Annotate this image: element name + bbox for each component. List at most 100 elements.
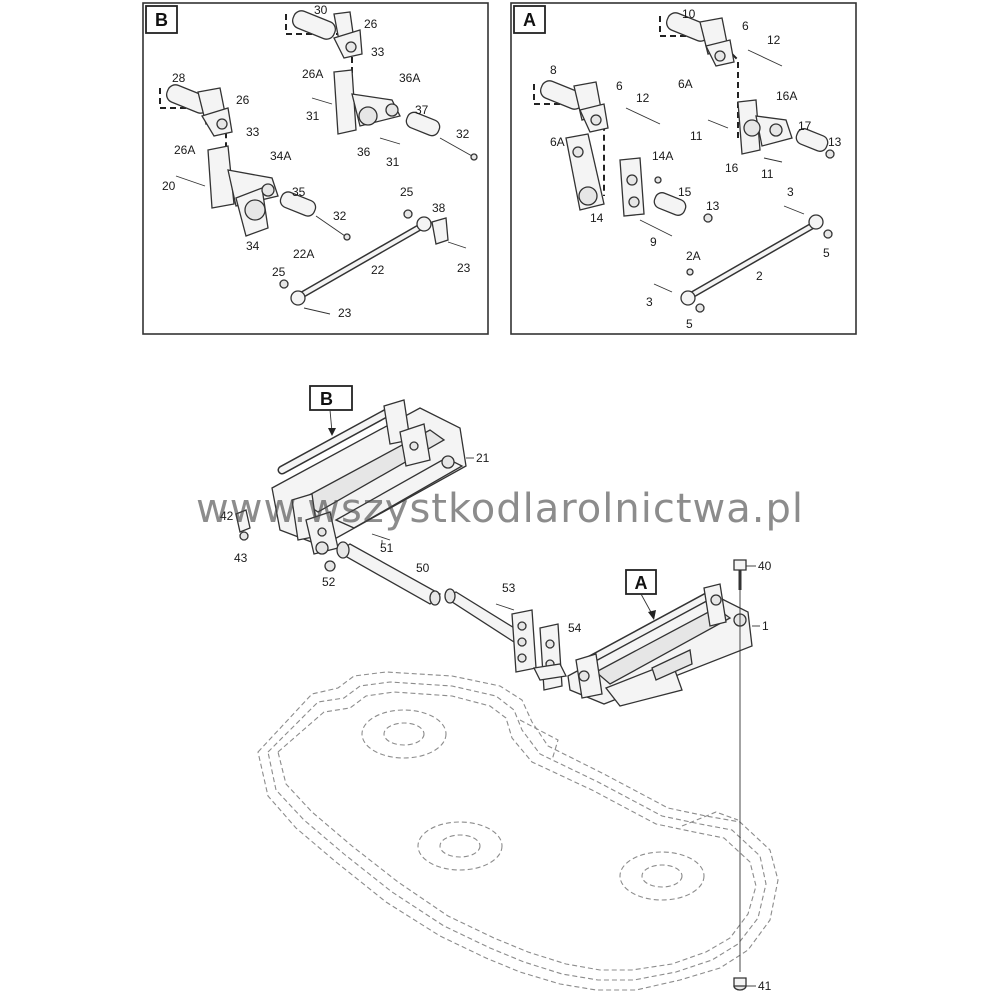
panel-b-lower-bracket — [159, 84, 233, 186]
callout-a-13: 13 — [828, 135, 842, 149]
callout-a-16a: 16A — [776, 89, 797, 103]
mount-bolt-40-41 — [733, 559, 747, 991]
callout-a-11-lower: 11 — [761, 167, 774, 181]
callout-b-30: 30 — [314, 3, 328, 17]
tag-b-arrow — [328, 428, 336, 436]
callout-b-23: 23 — [457, 261, 471, 275]
callout-b-31: 31 — [306, 109, 320, 123]
callout-b-28: 28 — [172, 71, 186, 85]
callout-a-13-lower: 13 — [706, 199, 720, 213]
tag-a-arrow — [648, 610, 656, 620]
panel-b-bolt-31 — [311, 97, 333, 105]
main-tag-b: B — [320, 389, 333, 409]
callout-a-2a: 2A — [686, 249, 701, 263]
callout-b-22: 22 — [371, 263, 385, 277]
callout-a-17: 17 — [798, 119, 812, 133]
callout-a-12: 12 — [767, 33, 781, 47]
panel-b-link-34 — [175, 145, 279, 237]
callout-a-11: 11 — [690, 129, 703, 143]
panel-b-bolt-31b — [379, 137, 401, 145]
panel-a-frame — [510, 2, 857, 335]
callout-b-35: 35 — [292, 185, 306, 199]
callout-a-12-lower: 12 — [636, 91, 650, 105]
pivot-links — [511, 609, 567, 691]
callout-a-6: 6 — [742, 19, 749, 33]
frame-assembly-b: B — [271, 385, 467, 555]
callout-main-41: 41 — [758, 979, 772, 993]
callout-main-40: 40 — [758, 559, 772, 573]
callout-main-43: 43 — [234, 551, 248, 565]
callout-b-33-lower: 33 — [246, 125, 260, 139]
callout-b-26a: 26A — [302, 67, 323, 81]
panel-b-frame — [142, 2, 489, 335]
callout-main-51: 51 — [380, 541, 394, 555]
callout-main-54: 54 — [568, 621, 582, 635]
callout-a-6a-lower: 6A — [550, 135, 565, 149]
main-assembly: B — [220, 385, 779, 993]
detail-panel-b: B — [142, 2, 489, 335]
panel-a-callouts: 10 6 12 6A 8 6 12 6A 16A 11 17 13 16 11 … — [550, 7, 842, 331]
callout-main-50: 50 — [416, 561, 430, 575]
panel-a-link-16 — [707, 99, 835, 163]
panel-a-tag: A — [523, 10, 536, 30]
panel-b-bushing-37 — [405, 111, 478, 161]
panel-b-tie-rod-22 — [279, 209, 467, 315]
callout-a-16: 16 — [725, 161, 739, 175]
panel-b-callouts: 30 26 33 26A 36A 28 26 31 37 33 32 26A 3… — [162, 3, 471, 320]
panel-b-tag: B — [155, 10, 168, 30]
callout-a-14: 14 — [590, 211, 604, 225]
callout-main-21: 21 — [476, 451, 490, 465]
panel-b-upper-bracket — [285, 10, 363, 120]
main-tag-a: A — [635, 573, 648, 593]
callout-b-34: 34 — [246, 239, 260, 253]
callout-main-1: 1 — [762, 619, 769, 633]
callout-b-37: 37 — [415, 103, 429, 117]
callout-a-10: 10 — [682, 7, 696, 21]
callout-a-3-lower: 3 — [646, 295, 653, 309]
callout-main-53: 53 — [502, 581, 516, 595]
panel-a-tag-box — [513, 5, 546, 34]
callout-b-22a: 22A — [293, 247, 314, 261]
callout-a-9: 9 — [650, 235, 657, 249]
panel-b-tag-box — [145, 5, 178, 34]
callout-b-32: 32 — [456, 127, 470, 141]
callout-b-34a: 34A — [270, 149, 291, 163]
main-callouts: 21 42 43 51 50 52 53 54 40 1 41 — [220, 451, 772, 993]
callout-a-8: 8 — [550, 63, 557, 77]
callout-a-6a: 6A — [678, 77, 693, 91]
callout-b-25-lower: 25 — [272, 265, 286, 279]
callout-b-33: 33 — [371, 45, 385, 59]
callout-a-5-lower: 5 — [686, 317, 693, 331]
cross-shaft-50 — [235, 509, 551, 643]
callout-b-26-lower: 26 — [236, 93, 250, 107]
callout-b-20: 20 — [162, 179, 176, 193]
main-tag-b-box — [309, 385, 353, 411]
callout-a-14a: 14A — [652, 149, 673, 163]
panel-a-lower-bracket — [533, 80, 661, 196]
panel-a-link-14 — [565, 133, 713, 237]
callout-b-36: 36 — [357, 145, 371, 159]
callout-a-3: 3 — [787, 185, 794, 199]
callout-a-2: 2 — [756, 269, 763, 283]
callout-b-25: 25 — [400, 185, 414, 199]
main-tag-a-box — [625, 569, 657, 595]
callout-a-5: 5 — [823, 246, 830, 260]
callout-a-6-lower: 6 — [616, 79, 623, 93]
callout-b-26: 26 — [364, 17, 378, 31]
mower-deck-outline — [257, 671, 779, 991]
detail-panel-a: A — [510, 2, 857, 335]
callout-b-32-lower: 32 — [333, 209, 347, 223]
panel-b-bushing-35 — [279, 191, 351, 241]
panel-a-upper-bracket — [659, 12, 783, 140]
callout-b-26a-lower: 26A — [174, 143, 195, 157]
callout-b-38: 38 — [432, 201, 446, 215]
panel-a-tie-rod-2 — [653, 205, 833, 313]
callout-b-23-lower: 23 — [338, 306, 352, 320]
panel-b-link-36 — [333, 69, 401, 135]
callout-b-36a: 36A — [399, 71, 420, 85]
callout-a-15: 15 — [678, 185, 692, 199]
callout-b-31-lower: 31 — [386, 155, 400, 169]
callout-main-42: 42 — [220, 509, 234, 523]
